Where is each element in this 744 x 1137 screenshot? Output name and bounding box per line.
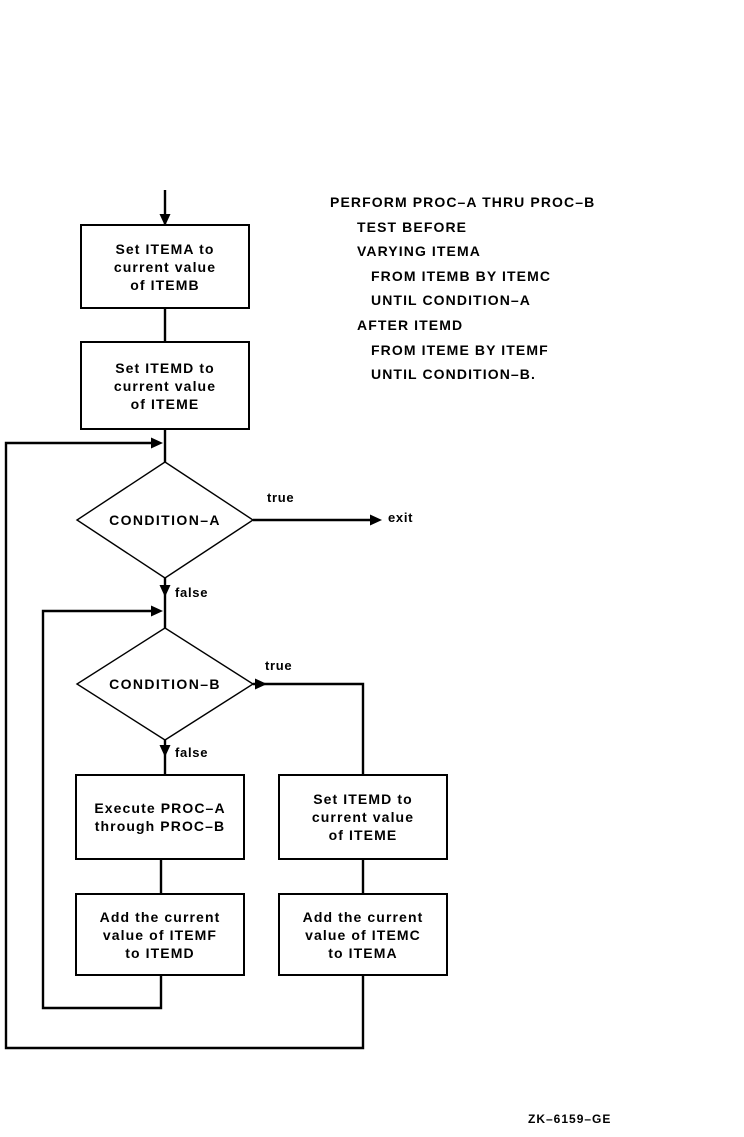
process-box-add-itemf: Add the current value of ITEMF to ITEMD <box>75 893 245 976</box>
arrowhead-inner-loop <box>151 605 163 617</box>
code-line: FROM ITEME BY ITEMF <box>371 341 549 358</box>
arrowhead-entry <box>159 214 171 226</box>
connector-outer-loop <box>4 441 365 1050</box>
connector-true2 <box>253 682 365 775</box>
arrowhead-true2 <box>255 678 267 690</box>
process-box-set-itemd: Set ITEMD to current value of ITEME <box>80 341 250 430</box>
arrowhead-false1 <box>159 585 171 597</box>
decision-label-condition-b: CONDITION–B <box>109 676 221 692</box>
arrowhead-outer-loop <box>151 437 163 449</box>
code-line: UNTIL CONDITION–B. <box>371 366 536 383</box>
process-box-execute-proc: Execute PROC–A through PROC–B <box>75 774 245 860</box>
edge-label-false-condition-b: false <box>175 745 209 760</box>
connector-inner-loop <box>41 609 163 1010</box>
edge-label-true-condition-b: true <box>265 658 293 673</box>
code-line: VARYING ITEMA <box>357 243 481 260</box>
code-line: TEST BEFORE <box>357 218 468 235</box>
figure-number-caption: ZK–6159–GE <box>528 1112 612 1126</box>
edge-label-true-condition-a: true <box>267 490 295 505</box>
code-line: PERFORM PROC–A THRU PROC–B <box>330 194 596 210</box>
process-box-set-itema: Set ITEMA to current value of ITEMB <box>80 224 250 309</box>
code-listing: PERFORM PROC–A THRU PROC–B TEST BEFORE V… <box>330 190 595 387</box>
decision-diamond-condition-a <box>75 461 255 579</box>
code-line: AFTER ITEMD <box>357 316 464 333</box>
process-box-add-itemc: Add the current value of ITEMC to ITEMA <box>278 893 448 976</box>
code-line: UNTIL CONDITION–A <box>371 292 531 309</box>
arrowhead-false2 <box>159 745 171 757</box>
process-box-reset-itemd: Set ITEMD to current value of ITEME <box>278 774 448 860</box>
edge-label-exit: exit <box>388 510 414 525</box>
code-line: FROM ITEMB BY ITEMC <box>371 267 552 284</box>
decision-label-condition-a: CONDITION–A <box>109 512 221 528</box>
edge-label-false-condition-a: false <box>175 585 209 600</box>
decision-diamond-condition-b <box>75 627 255 741</box>
arrowhead-exit <box>370 514 382 526</box>
